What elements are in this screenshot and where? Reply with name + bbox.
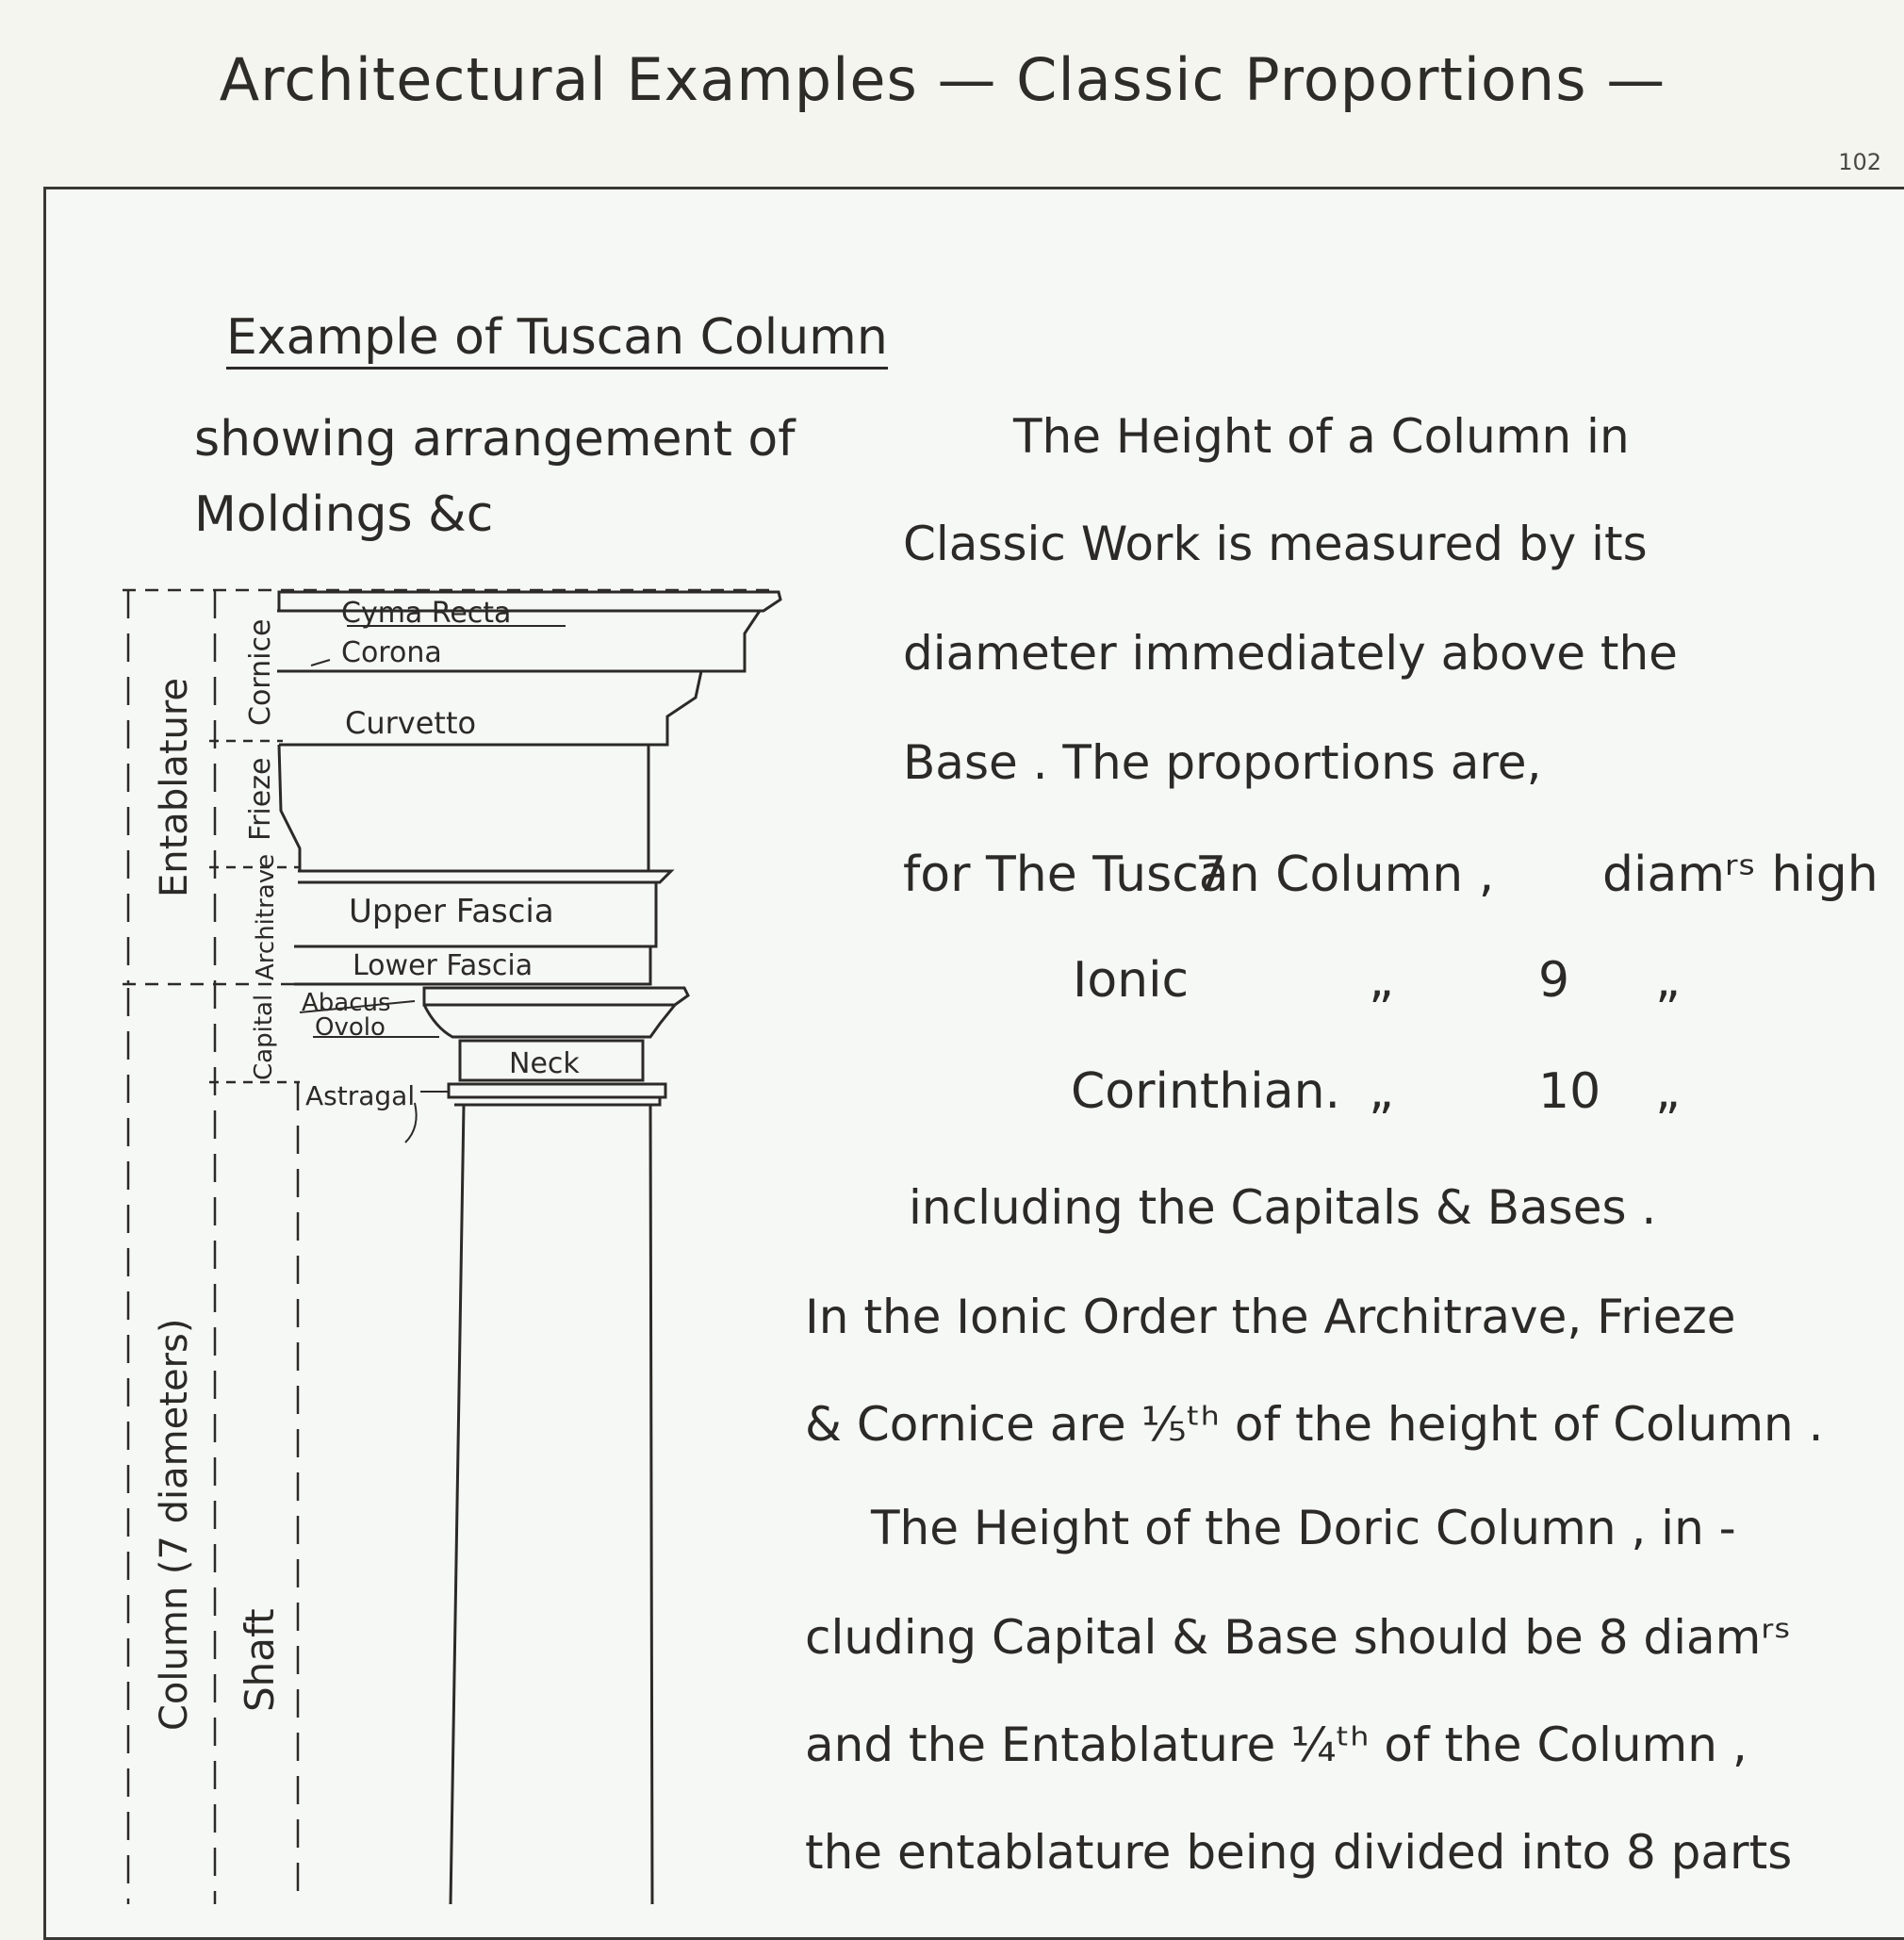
paragraph-line: including the Capitals & Bases . [909, 1180, 1657, 1235]
corona-label: Corona [341, 636, 442, 669]
figure-subtitle-line: showing arrangement of [194, 411, 796, 468]
cornice-label: Cornice [244, 619, 277, 726]
proportion-row: for The Tuscan Column , 7 [903, 847, 1494, 903]
paragraph-line: In the Ionic Order the Architrave, Friez… [805, 1290, 1736, 1344]
figure-subtitle: showing arrangement of Moldings &c [194, 402, 854, 552]
frieze-block [277, 743, 650, 871]
order-value: 7 [1195, 847, 1227, 903]
neck-block [458, 1039, 645, 1082]
proportion-unit: diamʳˢ high [1602, 847, 1879, 903]
figure-subtitle-line: Moldings &c [194, 486, 494, 543]
order-value: 9 [1538, 952, 1570, 1009]
ditto-mark: „ [1369, 952, 1394, 1009]
abacus-block [422, 986, 690, 1007]
cyma-recta-label: Cyma Recta [341, 597, 511, 630]
page-number: 102 [1838, 149, 1881, 175]
order-name: for The Tuscan Column , [903, 847, 1495, 903]
plate-frame [43, 187, 1904, 1940]
page-header: Architectural Examples — Classic Proport… [219, 45, 1666, 114]
curvetto-molding [279, 669, 703, 747]
capital-label: Capital [250, 995, 278, 1080]
proportion-row: Ionic [1073, 952, 1190, 1009]
neck-label: Neck [509, 1047, 580, 1080]
paragraph-line: The Height of the Doric Column , in - [871, 1501, 1736, 1555]
entablature-label: Entablature [153, 678, 196, 897]
abacus-label: Abacus [302, 989, 391, 1017]
order-value: 10 [1538, 1063, 1601, 1120]
paragraph-line: Classic Work is measured by its [903, 517, 1648, 571]
proportion-row: Corinthian. [1071, 1063, 1341, 1120]
shaft-label: Shaft [237, 1608, 283, 1712]
frieze-label: Frieze [244, 758, 277, 841]
paragraph-line: the entablature being divided into 8 par… [805, 1825, 1793, 1880]
abacus-leader [299, 1000, 416, 1013]
ditto-mark: „ [1655, 1063, 1681, 1120]
astragal-label: Astragal [305, 1080, 415, 1111]
ditto-mark: „ [1655, 952, 1681, 1009]
column-shaft [449, 1104, 654, 1904]
figure-title: Example of Tuscan Column [226, 310, 888, 370]
lower-fascia-block [294, 945, 652, 986]
paragraph-line: cluding Capital & Base should be 8 diamʳ… [805, 1610, 1791, 1665]
upper-fascia-label: Upper Fascia [349, 893, 554, 930]
curvetto-label: Curvetto [345, 705, 476, 741]
architrave-band [298, 869, 675, 884]
paragraph-line: diameter immediately above the [903, 626, 1678, 681]
column-label: Column (7 diameters) [153, 1319, 196, 1731]
lower-fascia-label: Lower Fascia [353, 949, 533, 982]
ovolo-label: Ovolo [315, 1013, 386, 1042]
paragraph-line: and the Entablature ¼ᵗʰ of the Column , [805, 1718, 1748, 1772]
paragraph-line: Base . The proportions are, [903, 735, 1542, 790]
ovolo-curve [422, 1003, 679, 1039]
architrave-label: Architrave [252, 854, 280, 980]
paragraph-line: & Cornice are ⅕ᵗʰ of the height of Colum… [805, 1397, 1824, 1452]
ditto-mark: „ [1369, 1063, 1394, 1120]
astragal-ring [447, 1082, 667, 1107]
paragraph-line: The Height of a Column in [1013, 409, 1630, 464]
cyma-recta-molding [277, 590, 782, 613]
